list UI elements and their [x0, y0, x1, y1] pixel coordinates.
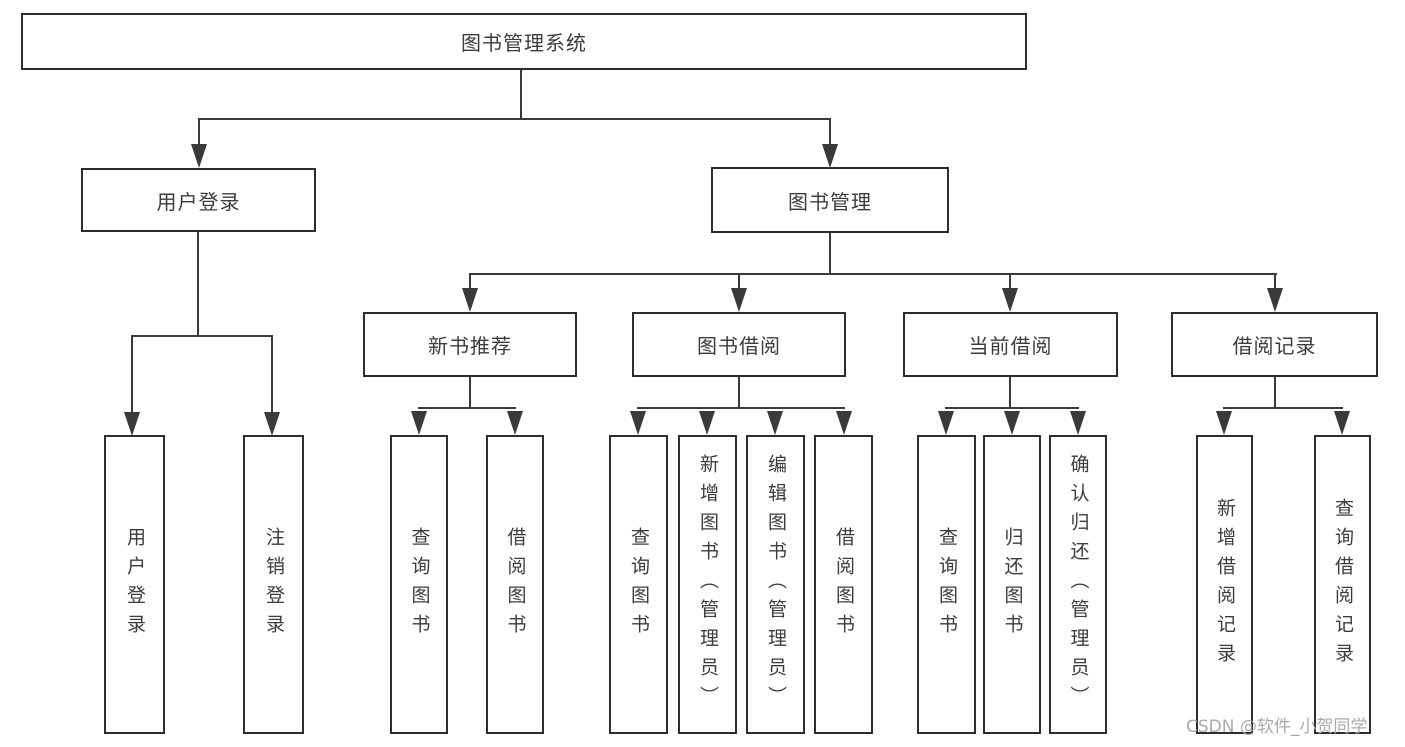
node-borrowing-records: 借阅记录: [1171, 312, 1378, 377]
node-user-login: 用户登录: [81, 168, 316, 232]
connector-line: [131, 337, 133, 413]
node-label: 查询图书: [408, 526, 431, 643]
node-label: 新书推荐: [428, 334, 512, 358]
arrow-down-icon: [836, 411, 852, 435]
leaf-borrowing-query-books: 查询图书: [609, 435, 668, 734]
leaf-current-return-books: 归还图书: [983, 435, 1041, 734]
connector-line: [1274, 377, 1276, 407]
node-book-borrowing: 图书借阅: [632, 312, 846, 377]
connector-line: [271, 337, 273, 413]
connector-line: [829, 232, 831, 275]
connector-line: [197, 232, 199, 335]
node-label: 图书管理系统: [461, 31, 587, 55]
arrow-down-icon: [731, 288, 747, 312]
connector-line: [1223, 407, 1343, 409]
node-book-management: 图书管理: [711, 167, 949, 233]
node-label: 归还图书: [1001, 526, 1024, 643]
connector-line: [829, 118, 831, 146]
arrow-down-icon: [191, 144, 207, 168]
node-label: 当前借阅: [968, 334, 1053, 358]
arrow-down-icon: [938, 411, 954, 435]
node-label: 查询借阅记录: [1332, 497, 1354, 672]
leaf-borrowing-add-books-admin: 新增图书（管理员）: [678, 435, 737, 734]
arrow-down-icon: [1216, 411, 1232, 435]
leaf-logout: 注销登录: [243, 435, 304, 734]
connector-line: [469, 275, 471, 290]
node-label: 新增图书（管理员）: [697, 454, 719, 715]
node-label: 用户登录: [156, 189, 241, 214]
leaf-user-login: 用户登录: [104, 435, 165, 734]
node-label: 用户登录: [124, 526, 146, 643]
connector-line: [637, 407, 845, 409]
node-new-book-recommend: 新书推荐: [363, 312, 577, 377]
connector-line: [738, 275, 740, 290]
connector-line: [469, 273, 1277, 275]
leaf-newbook-borrow-books: 借阅图书: [486, 435, 544, 734]
node-label: 借阅图书: [833, 526, 855, 643]
connector-line: [198, 118, 831, 120]
node-label: 查询图书: [936, 526, 958, 643]
arrow-down-icon: [822, 144, 838, 168]
arrow-down-icon: [507, 411, 523, 435]
connector-line: [1274, 275, 1276, 290]
connector-line: [418, 407, 516, 409]
node-label: 借阅图书: [504, 526, 527, 643]
node-label: 注销登录: [263, 526, 285, 643]
node-label: 编辑图书（管理员）: [765, 454, 787, 715]
connector-line: [520, 70, 522, 118]
node-library-management-system: 图书管理系统: [21, 13, 1027, 70]
leaf-newbook-query-books: 查询图书: [390, 435, 448, 734]
node-label: 确认归还（管理员）: [1067, 454, 1090, 715]
arrow-down-icon: [1070, 411, 1086, 435]
arrow-down-icon: [699, 411, 715, 435]
arrow-down-icon: [124, 412, 140, 436]
connector-line: [131, 335, 273, 337]
arrow-down-icon: [1267, 288, 1283, 312]
connector-line: [1009, 377, 1011, 407]
leaf-records-query-borrow-record: 查询借阅记录: [1314, 435, 1371, 734]
arrow-down-icon: [462, 288, 478, 312]
arrow-down-icon: [630, 411, 646, 435]
connector-line: [469, 377, 471, 407]
arrow-down-icon: [264, 412, 280, 436]
leaf-records-add-borrow-record: 新增借阅记录: [1196, 435, 1253, 734]
arrow-down-icon: [767, 411, 783, 435]
leaf-borrowing-edit-books-admin: 编辑图书（管理员）: [746, 435, 805, 734]
watermark: CSDN @软件_小贺同学: [1186, 717, 1368, 737]
node-current-borrowing: 当前借阅: [903, 312, 1118, 377]
arrow-down-icon: [411, 411, 427, 435]
leaf-current-query-books: 查询图书: [917, 435, 976, 734]
node-label: 图书管理: [788, 189, 872, 214]
connector-line: [945, 407, 1079, 409]
connector-line: [1009, 275, 1011, 290]
connector-line: [198, 118, 200, 146]
arrow-down-icon: [1002, 288, 1018, 312]
leaf-current-confirm-return-admin: 确认归还（管理员）: [1049, 435, 1107, 734]
arrow-down-icon: [1004, 411, 1020, 435]
node-label: 图书借阅: [697, 334, 781, 358]
leaf-borrowing-borrow-books: 借阅图书: [814, 435, 873, 734]
node-label: 查询图书: [628, 526, 650, 643]
connector-line: [738, 377, 740, 407]
node-label: 借阅记录: [1232, 334, 1317, 358]
arrow-down-icon: [1334, 411, 1350, 435]
node-label: 新增借阅记录: [1214, 497, 1236, 672]
